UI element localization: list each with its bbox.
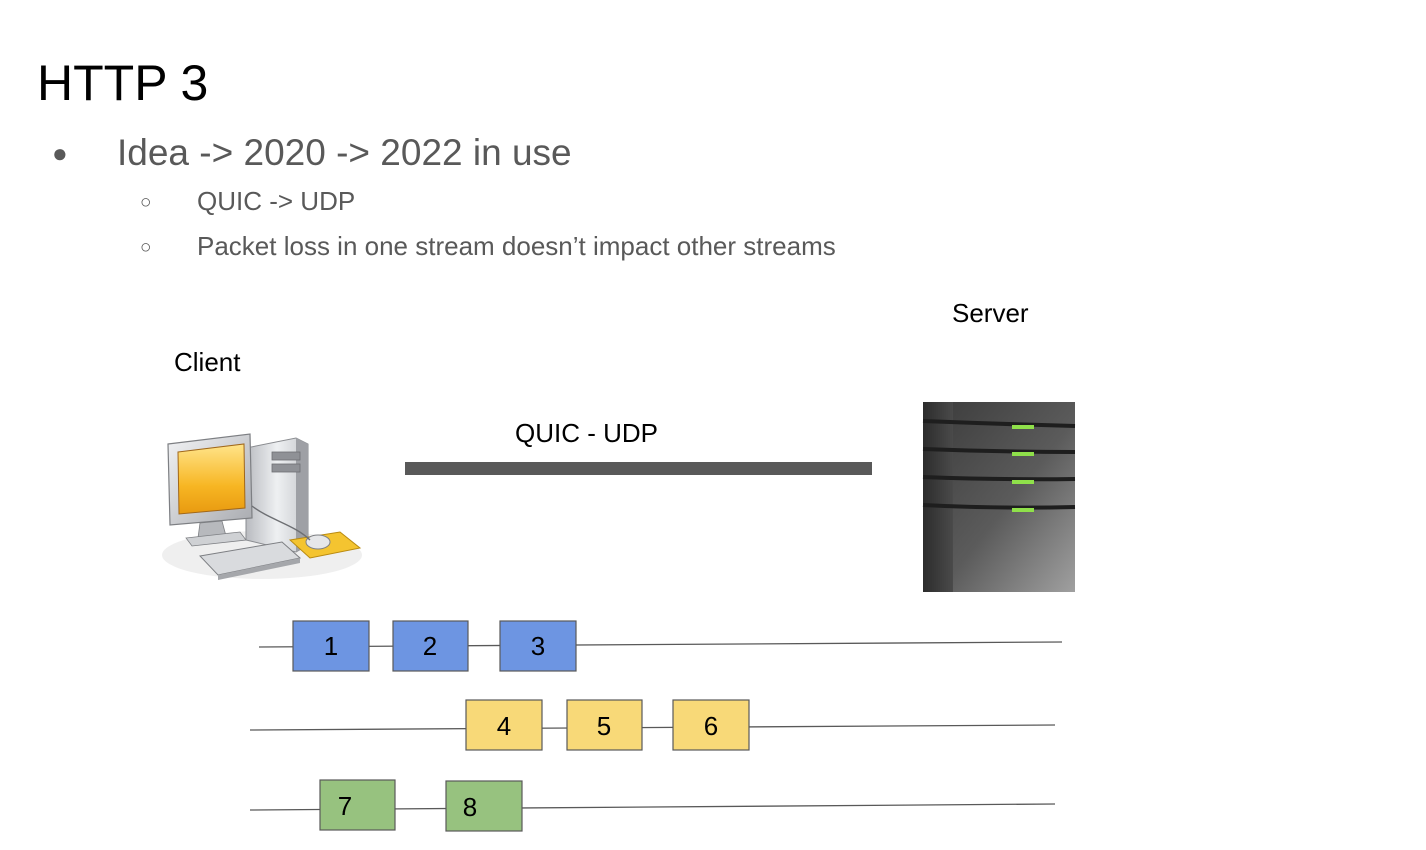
packet: 5: [566, 699, 643, 751]
bullet-dot-icon: ●: [52, 138, 68, 168]
packet: 2: [392, 620, 469, 672]
server-rack-icon: [922, 402, 1076, 592]
connection-label: QUIC - UDP: [515, 418, 658, 448]
connection-bar: [405, 462, 872, 475]
packet: 8: [445, 780, 523, 832]
packet: 4: [465, 699, 543, 751]
packet-box: [445, 780, 523, 832]
packet-box: [499, 620, 577, 672]
packet-box: [566, 699, 643, 751]
packet-box: [465, 699, 543, 751]
packet-number: 4: [497, 711, 511, 741]
bullet-text: QUIC -> UDP: [197, 186, 356, 216]
packet-box: [392, 620, 469, 672]
packet: 3: [499, 620, 577, 672]
packet-box: [292, 620, 370, 672]
bullet-text: Idea -> 2020 -> 2022 in use: [117, 132, 572, 173]
packet-number: 1: [324, 631, 338, 661]
server-label: Server: [952, 298, 1029, 328]
bullet-circle-icon: ○: [140, 237, 152, 258]
packet-number: 3: [531, 631, 545, 661]
packet: 7: [319, 779, 396, 831]
slide-title: HTTP 3: [37, 55, 209, 111]
client-label: Client: [174, 347, 241, 377]
packet-number: 7: [338, 791, 352, 821]
bullet-text: Packet loss in one stream doesn’t impact…: [197, 231, 836, 261]
packet-number: 6: [704, 711, 718, 741]
stream-line-2: [249, 724, 1056, 731]
packet-box: [319, 779, 396, 831]
stream-line-1: [258, 641, 1063, 648]
packet: 6: [672, 699, 750, 751]
packet: 1: [292, 620, 370, 672]
packet-number: 2: [423, 631, 437, 661]
bullet-circle-icon: ○: [140, 192, 152, 213]
packet-box: [672, 699, 750, 751]
packet-number: 8: [463, 792, 477, 822]
desktop-computer-icon: [162, 433, 362, 580]
packet-number: 5: [597, 711, 611, 741]
